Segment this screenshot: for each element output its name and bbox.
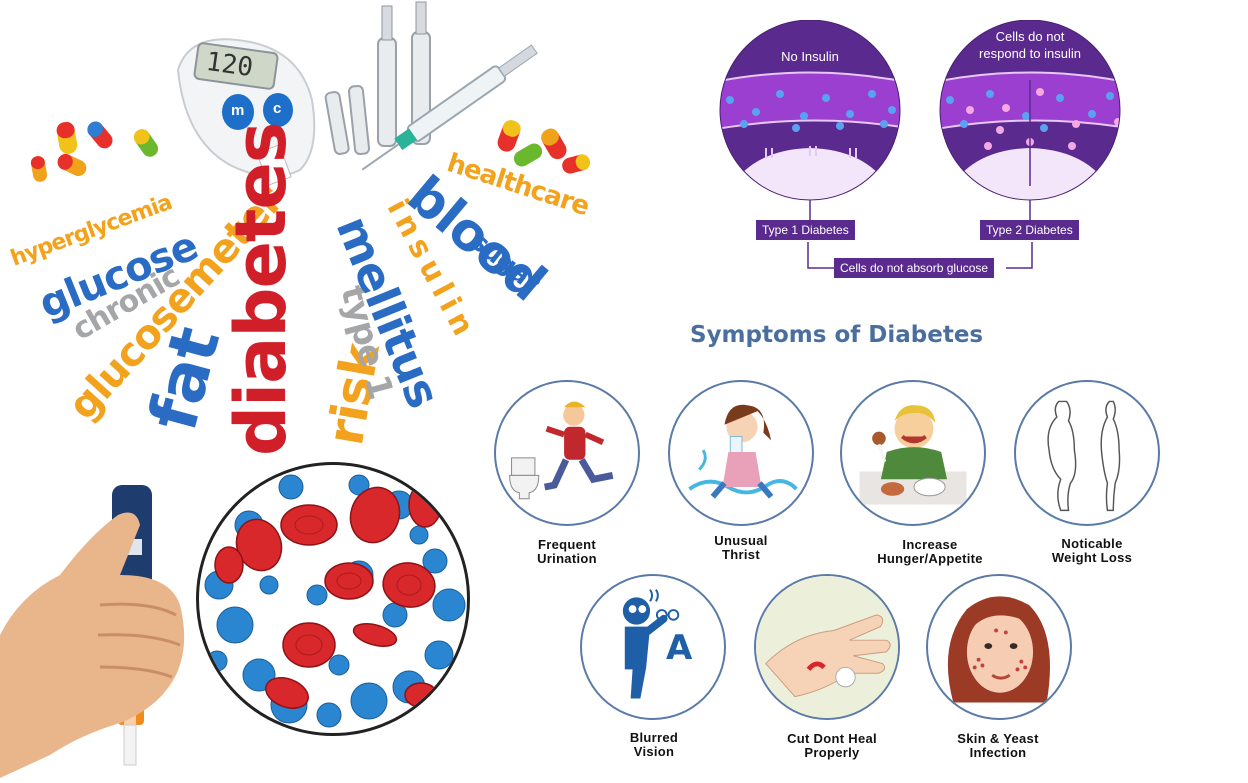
caption-line2: Weight Loss <box>1051 550 1133 565</box>
skin-rash-face-icon <box>947 596 1050 703</box>
caption-line2: Hunger/Appetite <box>877 551 983 566</box>
caption-line2: Thrist <box>722 547 760 562</box>
symptom-caption-frequent-urination: Frequent Urination <box>487 538 647 566</box>
symptom-unusual-thirst <box>668 380 814 526</box>
vial-icon <box>324 1 431 156</box>
symptom-weight-loss <box>1014 380 1160 526</box>
caption-line1: Cut Dont Heal <box>787 731 877 746</box>
symptom-caption-cut-dont-heal: Cut Dont Heal Properly <box>752 732 912 760</box>
caption-line2: Infection <box>969 745 1027 760</box>
blurred-vision-icon <box>622 589 680 699</box>
toilet-running-icon <box>509 401 614 500</box>
meter-button-c: c <box>273 100 282 117</box>
pill-icon <box>30 120 590 182</box>
vision-chart-letter: A <box>666 628 693 668</box>
symptom-caption-increase-hunger: Increase Hunger/Appetite <box>850 538 1010 566</box>
caption-line1: Increase <box>902 537 958 552</box>
no-insulin-label: No Insulin <box>781 49 839 64</box>
caption-line1: Blurred <box>629 730 679 745</box>
cells-do-not-respond-label: Cells do not respond to insulin <box>960 28 1100 62</box>
insulin-pen-illustration <box>0 455 200 778</box>
meter-reading: 120 <box>204 46 255 84</box>
word-diabetes: diabetes <box>220 122 302 456</box>
symptoms-title: Symptoms of Diabetes <box>690 322 984 348</box>
eating-icon <box>859 405 967 505</box>
hand-icon <box>0 512 185 778</box>
caption-line2: Urination <box>537 551 597 566</box>
body-silhouette-icon <box>1047 400 1121 512</box>
caption-line1: Skin & Yeast <box>957 731 1039 746</box>
caption-line2: Vision <box>633 744 675 759</box>
meter-button-m: m <box>231 102 245 119</box>
caption-line1: Noticable <box>1061 536 1123 551</box>
insulin-diagram: No Insulin Cells do not respond to insul… <box>700 19 1140 290</box>
symptom-caption-unusual-thirst: Unusual Thrist <box>661 534 821 562</box>
syringe-icon <box>361 44 538 171</box>
symptom-cut-dont-heal <box>754 574 900 720</box>
symptom-caption-skin-yeast: Skin & Yeast Infection <box>918 732 1078 760</box>
symptom-caption-blurred-vision: Blurred Vision <box>574 731 734 759</box>
type2-diabetes-label: Type 2 Diabetes <box>980 220 1079 240</box>
cells-do-not-respond-line1: Cells do not <box>995 29 1065 44</box>
symptom-increase-hunger <box>840 380 986 526</box>
blood-cells-illustration <box>196 462 470 736</box>
caption-line1: Frequent <box>537 537 596 552</box>
symptom-skin-yeast-infection <box>926 574 1072 720</box>
symptom-frequent-urination <box>494 380 640 526</box>
symptom-caption-weight-loss: Noticable Weight Loss <box>1012 537 1172 565</box>
drinking-water-icon <box>688 404 798 499</box>
wound-hand-icon <box>756 576 898 718</box>
symptom-blurred-vision: A <box>580 574 726 720</box>
glucose-meter-icon <box>176 38 316 186</box>
cells-do-not-absorb-label: Cells do not absorb glucose <box>834 258 995 278</box>
cells-do-not-respond-line2: respond to insulin <box>979 46 1081 61</box>
type1-diabetes-label: Type 1 Diabetes <box>756 220 855 240</box>
medical-props: 120 m c <box>0 0 640 200</box>
caption-line2: Properly <box>804 745 860 760</box>
caption-line1: Unusual <box>714 533 768 548</box>
